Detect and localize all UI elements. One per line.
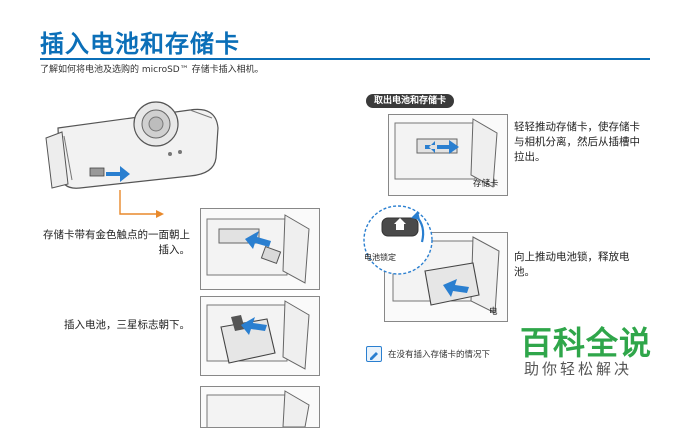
page-title: 插入电池和存储卡 (40, 30, 240, 58)
note-text: 在没有插入存储卡的情况下 (388, 350, 491, 360)
title-divider (40, 58, 650, 60)
step2-caption: 插入电池，三星标志朝下。 (64, 319, 190, 331)
card-release-arrow-icon (437, 140, 459, 154)
battery-door-open (45, 131, 69, 189)
battery-insert-arrow-icon (241, 317, 267, 335)
battery-remove-caption: 向上推动电池锁，释放电池。 (514, 251, 630, 278)
slot-latch (89, 167, 105, 177)
battery-panel-label: 电 (489, 307, 498, 317)
card-remove-panel: 存储卡 (388, 114, 508, 196)
watermark-brand: 百科全说 (520, 324, 653, 362)
battery-lock-label: 电池锁定 (364, 253, 396, 262)
card-panel-label: 存储卡 (473, 179, 499, 189)
battery-lock-magnifier (363, 205, 433, 275)
page-subtitle: 了解如何将电池及选购的 microSD™ 存储卡插入相机。 (40, 65, 264, 75)
guide-arrow (119, 190, 164, 218)
camera-illustration (45, 101, 219, 189)
latch-arrow-icon (106, 166, 130, 182)
remove-section-title: 取出电池和存储卡 (366, 94, 455, 108)
battery-insert-panel (200, 296, 320, 376)
lens (133, 101, 179, 147)
insert-arrow-icon (245, 231, 271, 249)
card-remove-caption: 轻轻推动存储卡，使存储卡与相机分离，然后从插槽中拉出。 (514, 121, 640, 163)
note-icon (366, 346, 382, 362)
card-insert-panel (200, 208, 320, 290)
battery-eject-arrow-icon (443, 279, 469, 297)
step1-caption: 存储卡带有金色触点的一面朝上插入。 (43, 229, 190, 256)
partial-panel (200, 386, 320, 428)
watermark-slogan: 助你轻松解决 (524, 360, 633, 378)
